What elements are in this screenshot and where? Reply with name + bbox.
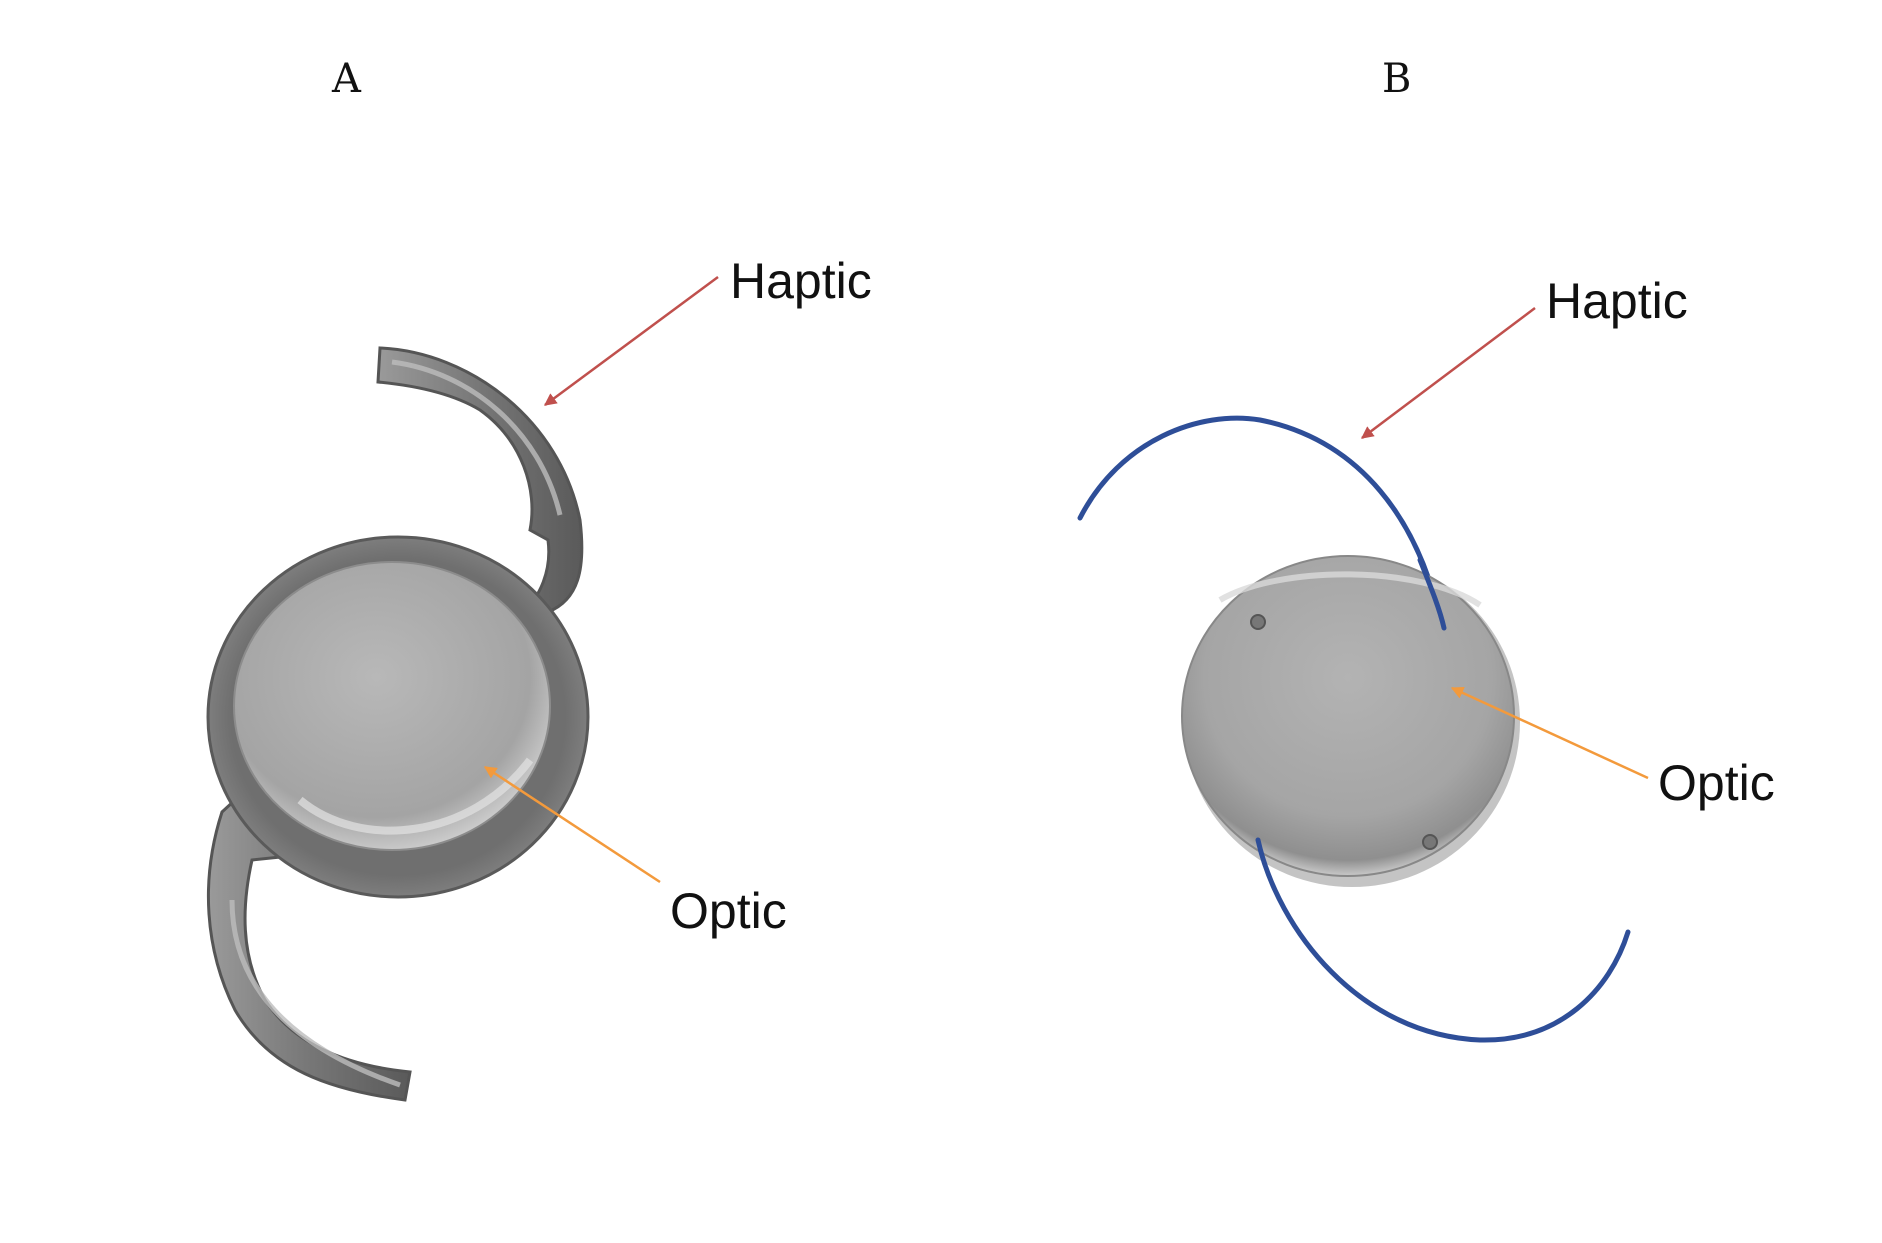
panel-b-letter: B [1382,56,1411,102]
panel-b: B Haptic Optic [1077,56,1775,1043]
panel-a-haptic-arrow [543,275,719,407]
panel-b-lower-haptic [1255,837,1631,1043]
panel-b-haptic-arrow [1361,307,1536,439]
panel-a-letter: A [331,56,362,102]
panel-b-optic-hole-bottom [1422,834,1438,850]
panel-a-upper-haptic-groove [391,359,563,516]
panel-b-optic-hole-top [1250,614,1266,630]
panel-a-optic-arrow [483,765,661,884]
panel-b-upper-haptic-attach [1417,557,1447,631]
panel-b-haptic-label: Haptic [1546,273,1688,329]
panel-b-optic-highlight [1218,571,1482,608]
panel-a-optic-label: Optic [670,883,787,939]
panel-a-optic [233,561,551,851]
panel-b-optic-label: Optic [1658,755,1775,811]
panel-a-haptic-label: Haptic [730,253,872,309]
panel-a-optic-highlight [297,757,534,835]
panel-a-lower-haptic-groove [229,899,401,1088]
panel-a: A Haptic Optic [206,56,872,1102]
panel-b-optic-arrow [1450,686,1649,780]
panel-b-upper-haptic [1077,415,1445,631]
panel-b-optic [1181,555,1515,877]
